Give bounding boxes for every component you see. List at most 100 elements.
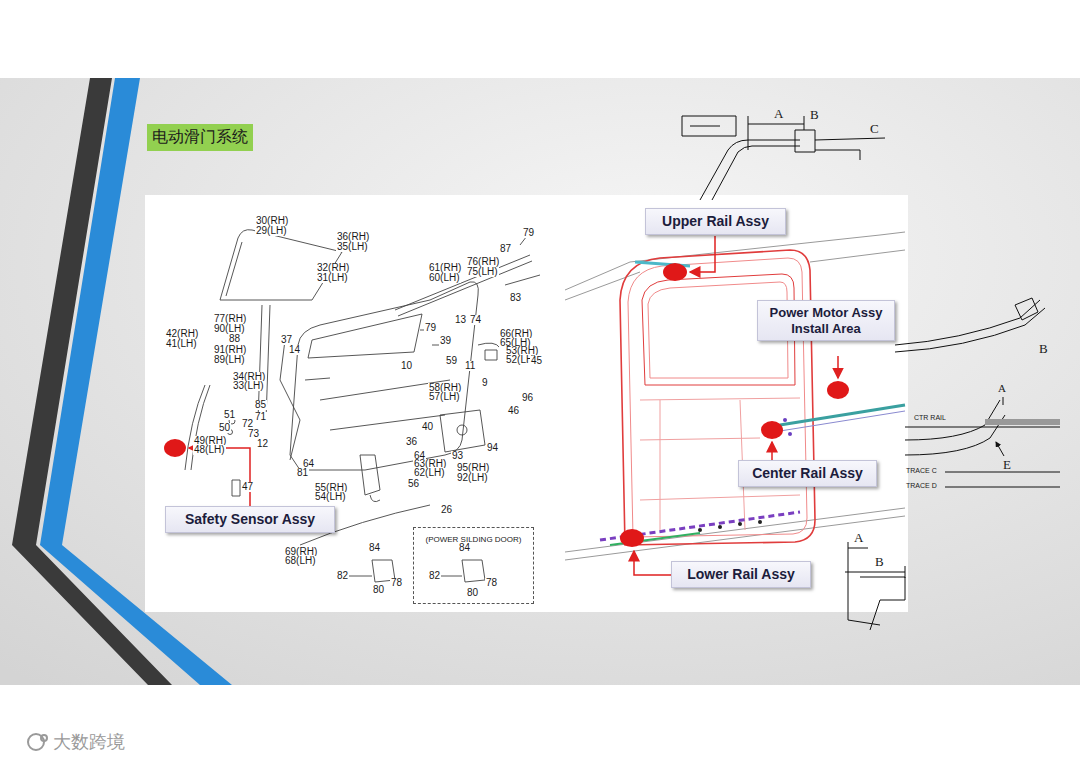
callout-number: 59 bbox=[445, 356, 458, 366]
callout-number: 30(RH) bbox=[255, 216, 289, 226]
watermark-icon bbox=[41, 735, 47, 741]
callout-number: 80 bbox=[372, 585, 385, 595]
callout-number: 46 bbox=[507, 406, 520, 416]
callout-number: 95(RH) bbox=[456, 463, 490, 473]
callout-box: Power Motor Assy Install Area bbox=[757, 300, 895, 341]
marker-dot bbox=[164, 439, 186, 457]
callout-number: 54(LH) bbox=[314, 492, 347, 502]
callout-number: 48(LH) bbox=[193, 445, 226, 455]
leader-line bbox=[837, 356, 839, 378]
rail-hatch bbox=[985, 419, 1060, 425]
leader-line bbox=[771, 442, 773, 461]
dimension-letter: A bbox=[773, 107, 784, 120]
callout-number: 78 bbox=[485, 578, 498, 588]
pointer-arrow bbox=[996, 442, 1004, 456]
rail-label: CTR RAIL bbox=[913, 414, 947, 421]
roller-section bbox=[1015, 298, 1038, 320]
dimension-letter: A bbox=[997, 383, 1007, 394]
callout-number: 90(LH) bbox=[213, 324, 246, 334]
group-heading: (POWER SILDING DOOR) bbox=[424, 535, 522, 544]
marker-dot bbox=[827, 381, 849, 399]
callout-box: Safety Sensor Assy bbox=[165, 506, 335, 533]
callout-number: 84 bbox=[368, 543, 381, 553]
callout-number: 9 bbox=[481, 378, 489, 388]
dimension-letter: B bbox=[874, 555, 885, 568]
sill-section bbox=[860, 577, 905, 630]
callout-number: 51 bbox=[223, 410, 236, 420]
outside-handle bbox=[478, 343, 500, 348]
callout-number: 89(LH) bbox=[213, 355, 246, 365]
figure-panel bbox=[145, 195, 908, 612]
callout-number: 37 bbox=[280, 335, 293, 345]
rail-fastener bbox=[718, 525, 722, 529]
callout-number: 80 bbox=[466, 588, 479, 598]
callout-number: 10 bbox=[400, 361, 413, 371]
leader-line bbox=[634, 551, 671, 575]
rail-curve bbox=[895, 300, 1045, 352]
callout-number: 40 bbox=[421, 422, 434, 432]
callout-number: 42(RH) bbox=[165, 329, 199, 339]
door-latch bbox=[440, 410, 485, 452]
callout-number: 87 bbox=[499, 244, 512, 254]
center-rail bbox=[780, 405, 905, 425]
callout-number: 12 bbox=[256, 439, 269, 449]
callout-number: 13 bbox=[454, 315, 467, 325]
rail-bracket bbox=[505, 232, 540, 285]
hinge-part bbox=[485, 350, 497, 360]
callout-number: 68(LH) bbox=[284, 556, 317, 566]
callout-number: 78 bbox=[390, 578, 403, 588]
callout-number: 93 bbox=[451, 451, 464, 461]
rail-fastener bbox=[788, 432, 792, 436]
upper-rail-part bbox=[395, 255, 532, 316]
trace-line bbox=[945, 472, 1060, 487]
callout-number: 77(RH) bbox=[213, 314, 247, 324]
trace-label: TRACE D bbox=[905, 482, 938, 489]
dimension-letter: B bbox=[1038, 342, 1049, 355]
callout-text: Power Motor Assy Install Area bbox=[768, 305, 884, 336]
callout-number: 45 bbox=[530, 356, 543, 366]
marker-dot bbox=[620, 529, 644, 547]
latch-bolt bbox=[457, 425, 467, 435]
callout-number: 56 bbox=[407, 479, 420, 489]
leader-line bbox=[690, 236, 715, 272]
callout-number: 84 bbox=[458, 543, 471, 553]
dimension-letter: C bbox=[869, 122, 880, 135]
roof-section bbox=[815, 138, 885, 160]
roller-assembly bbox=[348, 560, 395, 582]
callout-number: 11 bbox=[464, 361, 476, 371]
callout-number: 35(LH) bbox=[336, 242, 369, 252]
callout-number: 71 bbox=[254, 412, 267, 422]
callout-box: Lower Rail Assy bbox=[671, 561, 811, 588]
slide-background bbox=[0, 78, 1080, 685]
dimension-line bbox=[748, 116, 804, 150]
dimension-letter: B bbox=[809, 108, 820, 121]
callout-number: 31(LH) bbox=[316, 273, 349, 283]
callout-number: 79 bbox=[522, 228, 535, 238]
rail-section bbox=[795, 130, 815, 152]
callout-number: 61(RH) bbox=[428, 263, 462, 273]
callout-number: 74 bbox=[469, 315, 482, 325]
callout-number: 79 bbox=[424, 323, 437, 333]
dimension-letter: A bbox=[853, 531, 864, 544]
callout-text: Upper Rail Assy bbox=[656, 213, 775, 230]
slide-title: 电动滑门系统 bbox=[147, 124, 253, 151]
callout-number: 47 bbox=[241, 482, 254, 492]
callout-box: Center Rail Assy bbox=[738, 460, 877, 487]
callout-number: 81 bbox=[296, 468, 309, 478]
rail-fastener bbox=[783, 418, 787, 422]
callout-number: 85 bbox=[254, 400, 267, 410]
callout-text: Safety Sensor Assy bbox=[176, 511, 324, 528]
trace-label: TRACE C bbox=[905, 467, 938, 474]
callout-box: Upper Rail Assy bbox=[645, 208, 786, 235]
callout-number: 82 bbox=[336, 571, 349, 581]
sensor-cover bbox=[232, 480, 240, 496]
callout-number: 41(LH) bbox=[165, 339, 198, 349]
callout-number: 96 bbox=[521, 393, 534, 403]
sill-outline bbox=[565, 508, 905, 560]
callout-text: Lower Rail Assy bbox=[682, 566, 800, 583]
safety-sensor-strip bbox=[185, 385, 210, 470]
dimension-letter: E bbox=[1002, 458, 1012, 471]
door-outline bbox=[620, 250, 815, 545]
callout-number: 73 bbox=[247, 429, 260, 439]
